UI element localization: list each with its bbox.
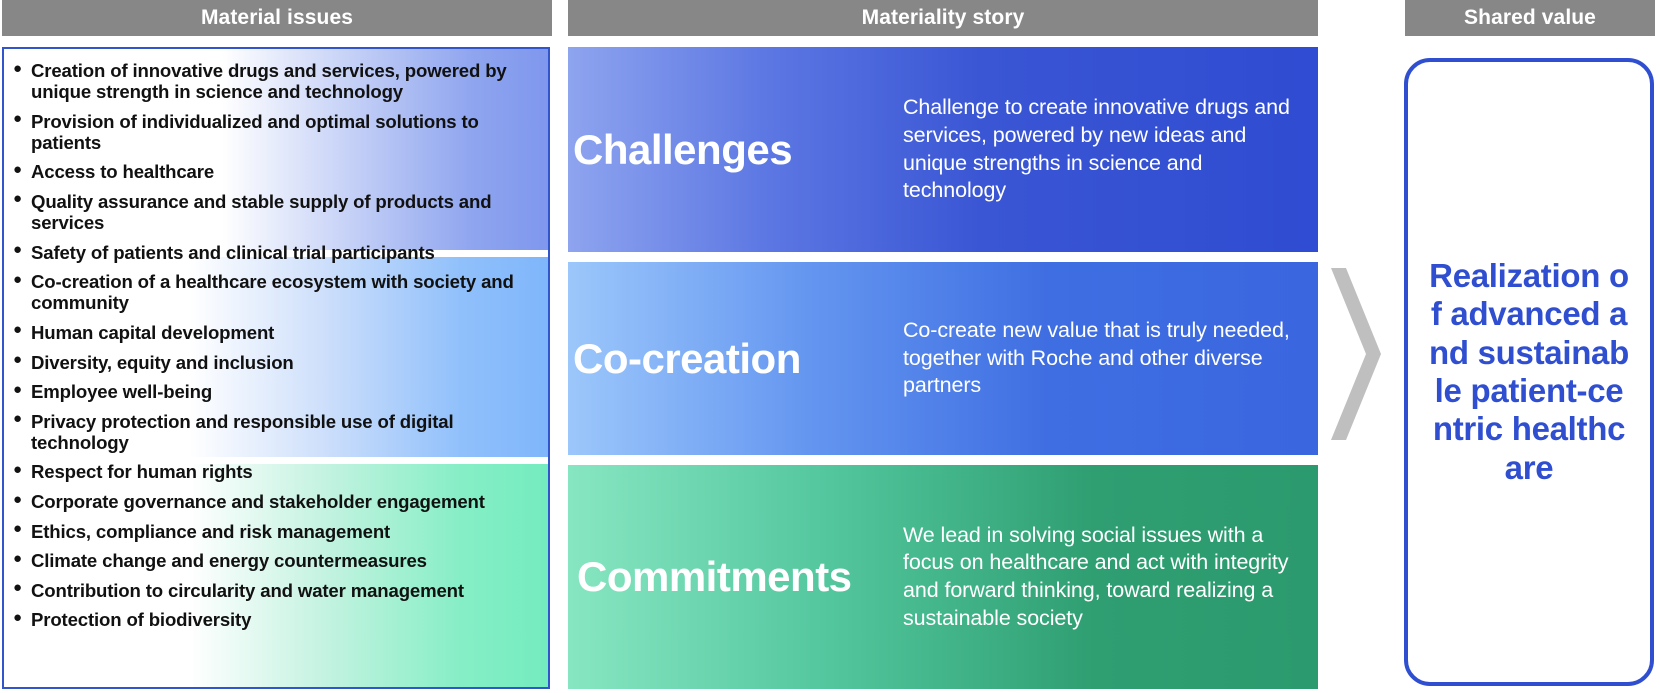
story-band-cocreation-title: Co-creation [573,334,801,382]
list-item: Corporate governance and stakeholder eng… [12,490,542,512]
shared-value-text: Realization of advanced and sustainable … [1429,257,1629,486]
list-item: Protection of biodiversity [12,609,542,631]
list-item: Contribution to circularity and water ma… [12,579,542,601]
story-band-cocreation: Co-creation Co-create new value that is … [568,262,1318,455]
header-materiality-story: Materiality story [568,0,1318,36]
list-item: Diversity, equity and inclusion [12,351,542,373]
list-item: Respect for human rights [12,461,542,483]
story-band-cocreation-description: Co-create new value that is truly needed… [903,318,1290,398]
header-shared-value-label: Shared value [1464,6,1596,29]
story-band-challenges: Challenges Challenge to create innovativ… [568,47,1318,252]
header-material-issues-label: Material issues [200,6,354,29]
story-band-commitments-description: We lead in solving social issues with a … [903,522,1289,630]
list-item: Quality assurance and stable supply of p… [12,190,542,233]
list-item: Privacy protection and responsible use o… [12,410,542,453]
header-materiality-story-label: Materiality story [861,6,1025,29]
material-issues-list: Creation of innovative drugs and service… [4,49,548,630]
header-material-issues: Material issues [2,0,552,36]
story-band-commitments: Commitments We lead in solving social is… [568,465,1318,689]
story-band-challenges-title: Challenges [573,125,793,173]
material-issues-panel: Creation of innovative drugs and service… [2,47,550,689]
list-item: Ethics, compliance and risk management [12,520,542,542]
header-shared-value: Shared value [1405,0,1655,36]
list-item: Co-creation of a healthcare ecosystem wi… [12,271,542,314]
list-item: Safety of patients and clinical trial pa… [12,241,542,263]
shared-value-box: Realization of advanced and sustainable … [1404,58,1654,686]
list-item: Climate change and energy countermeasure… [12,550,542,572]
chevron-right-icon [1331,268,1381,440]
list-item: Human capital development [12,321,542,343]
list-item: Provision of individualized and optimal … [12,110,542,153]
story-band-challenges-description: Challenge to create innovative drugs and… [903,95,1290,203]
list-item: Employee well-being [12,381,542,403]
list-item: Access to healthcare [12,161,542,183]
story-band-commitments-title: Commitments [577,553,852,600]
list-item: Creation of innovative drugs and service… [12,59,542,102]
